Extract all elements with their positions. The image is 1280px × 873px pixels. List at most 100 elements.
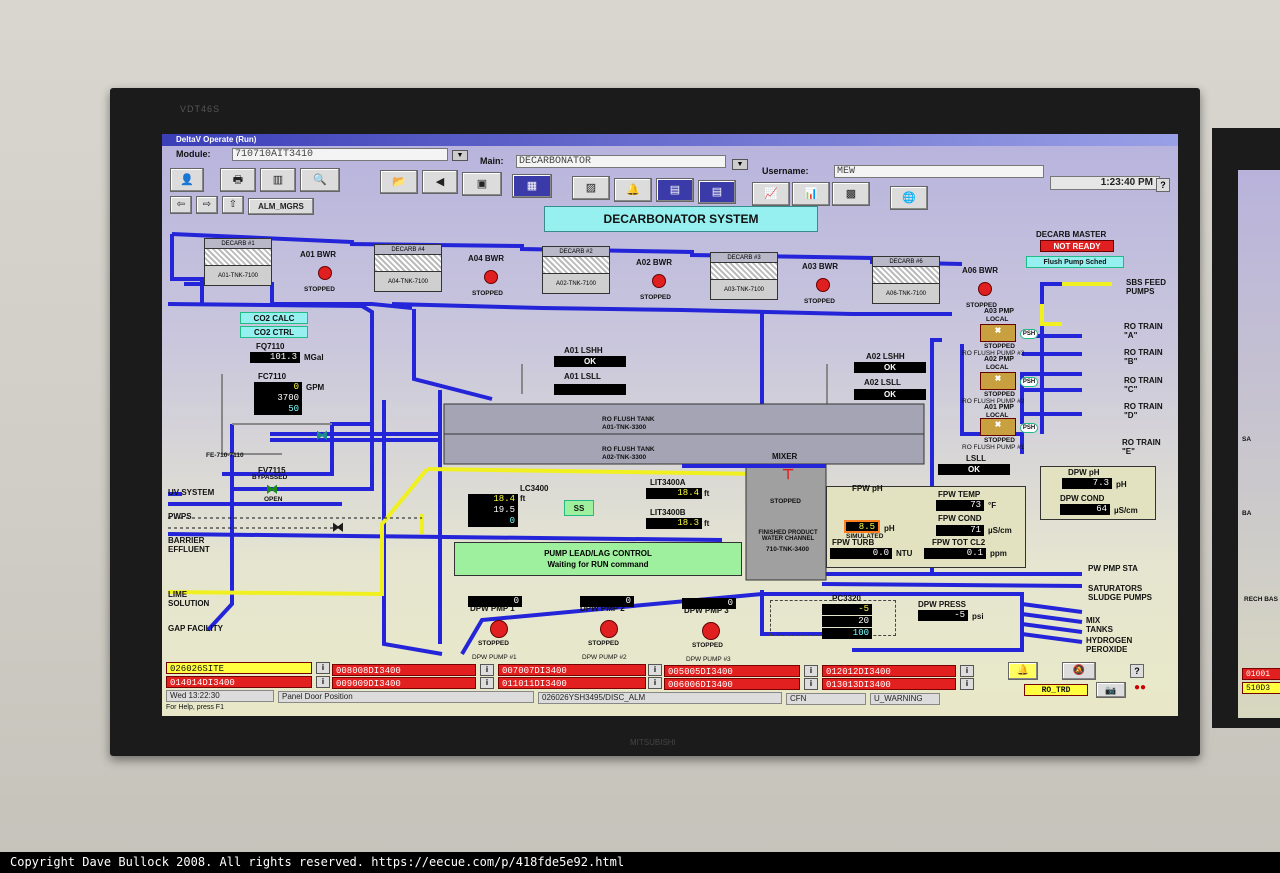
a02-lsll-value[interactable]: OK bbox=[854, 389, 926, 400]
pump-icon[interactable] bbox=[600, 620, 618, 638]
blower-icon[interactable] bbox=[816, 278, 830, 292]
info-button[interactable]: i bbox=[804, 665, 818, 677]
info-button[interactable]: i bbox=[316, 662, 330, 674]
fc7110-sp[interactable]: 3700 bbox=[254, 393, 302, 404]
side-alarm[interactable]: 01001 bbox=[1242, 668, 1280, 680]
username-field[interactable]: MEW bbox=[834, 165, 1044, 178]
user-icon[interactable]: 👤 bbox=[170, 168, 204, 192]
ss-button[interactable]: SS bbox=[564, 500, 594, 516]
alarm-item[interactable]: 009009DI3400 bbox=[332, 677, 476, 689]
event-list-icon[interactable]: ▤ bbox=[698, 180, 736, 204]
main-dropdown[interactable]: ▼ bbox=[732, 159, 748, 170]
ro-pump-icon[interactable]: ✖ bbox=[980, 418, 1016, 436]
network-icon[interactable]: 🌐 bbox=[890, 186, 928, 210]
silence-horn-icon[interactable]: 🔕 bbox=[1062, 662, 1096, 680]
side-alarm[interactable]: 510D3 bbox=[1242, 682, 1280, 694]
folder-icon[interactable]: 📂 bbox=[380, 170, 418, 194]
alm-mgrs-button[interactable]: ALM_MGRS bbox=[248, 198, 314, 215]
ro-trd-button[interactable]: RO_TRD bbox=[1024, 684, 1088, 696]
fpw-ph-value[interactable]: 8.5 bbox=[844, 520, 880, 533]
dpw-cond-value[interactable]: 64 bbox=[1060, 504, 1110, 515]
overview-icon[interactable]: ▦ bbox=[512, 174, 552, 198]
fc7110-pv[interactable]: 0 bbox=[254, 382, 302, 393]
dpw-press-value[interactable]: -5 bbox=[918, 610, 968, 621]
alarm-item[interactable]: 006006DI3400 bbox=[664, 678, 800, 690]
lit3400b-value[interactable]: 18.3 bbox=[646, 518, 702, 529]
help-button[interactable]: ? bbox=[1156, 178, 1170, 192]
bars-icon[interactable]: ▥ bbox=[260, 168, 296, 192]
alarm-item[interactable]: 005005DI3400 bbox=[664, 665, 800, 677]
fq7110-value[interactable]: 101.3 bbox=[250, 352, 300, 363]
lead-lag-panel[interactable]: PUMP LEAD/LAG CONTROL Waiting for RUN co… bbox=[454, 542, 742, 576]
pump-icon[interactable] bbox=[490, 620, 508, 638]
pump-icon[interactable] bbox=[702, 622, 720, 640]
blower-icon[interactable] bbox=[652, 274, 666, 288]
blower-icon[interactable] bbox=[978, 282, 992, 296]
trend-icon[interactable]: 📈 bbox=[752, 182, 790, 206]
a01-lshh-value[interactable]: OK bbox=[554, 356, 626, 367]
nav-up-icon[interactable]: ⇧ bbox=[222, 196, 244, 214]
a02-lshh-value[interactable]: OK bbox=[854, 362, 926, 373]
mixer-icon[interactable]: ⊤ bbox=[782, 466, 795, 482]
info-button[interactable]: i bbox=[480, 664, 494, 676]
valve-icon[interactable]: ⧓ bbox=[316, 428, 328, 442]
info-button[interactable]: i bbox=[960, 678, 974, 690]
alarm-help-button[interactable]: ? bbox=[1130, 664, 1144, 678]
a01-lsll-value[interactable] bbox=[554, 384, 626, 395]
fc7110-out[interactable]: 50 bbox=[254, 404, 302, 415]
nav-forward-icon[interactable]: ⇨ bbox=[196, 196, 218, 214]
dpw-pump-value[interactable]: 0 bbox=[682, 598, 736, 609]
lit3400a-value[interactable]: 18.4 bbox=[646, 488, 702, 499]
dpw-pump-value[interactable]: 0 bbox=[580, 596, 634, 607]
alarm-item[interactable]: 007007DI3400 bbox=[498, 664, 646, 676]
alarm-list-icon[interactable]: ▤ bbox=[656, 178, 694, 202]
decarb-tank[interactable]: DECARB #3 A03-TNK-7100 bbox=[710, 252, 778, 300]
back-icon[interactable]: ◀ bbox=[422, 170, 458, 194]
nav-back-icon[interactable]: ⇦ bbox=[170, 196, 192, 214]
fpw-cond-value[interactable]: 71 bbox=[936, 525, 984, 536]
lsll-value[interactable]: OK bbox=[938, 464, 1010, 475]
diagnostics-icon[interactable]: ▩ bbox=[832, 182, 870, 206]
info-button[interactable]: i bbox=[480, 677, 494, 689]
dpw-ph-value[interactable]: 7.3 bbox=[1062, 478, 1112, 489]
lc3400-out[interactable]: 0 bbox=[468, 516, 518, 527]
decarb-tank[interactable]: DECARB #2 A02-TNK-7100 bbox=[542, 246, 610, 294]
info-button[interactable]: i bbox=[648, 677, 662, 689]
pc3320-pv[interactable]: -5 bbox=[822, 604, 872, 615]
alarm-item[interactable]: 014014DI3400 bbox=[166, 676, 312, 688]
fpw-cl2-value[interactable]: 0.1 bbox=[924, 548, 986, 559]
valve-icon[interactable]: ⧓ bbox=[332, 520, 344, 534]
info-button[interactable]: i bbox=[316, 676, 330, 688]
module-dropdown[interactable]: ▼ bbox=[452, 150, 468, 161]
trend-chart-icon[interactable]: 📊 bbox=[792, 182, 830, 206]
alarm-horn-icon[interactable]: 🔔 bbox=[1008, 662, 1038, 680]
ro-pump-icon[interactable]: ✖ bbox=[980, 372, 1016, 390]
alarm-bell-icon[interactable]: 🔔 bbox=[614, 178, 652, 202]
module-field[interactable]: 710710AIT3410 bbox=[232, 148, 448, 161]
decarb-master-status[interactable]: NOT READY bbox=[1040, 240, 1114, 252]
alarm-item[interactable]: 012012DI3400 bbox=[822, 665, 956, 677]
alarm-item[interactable]: 026026SITE bbox=[166, 662, 312, 674]
fpw-turb-value[interactable]: 0.0 bbox=[830, 548, 892, 559]
lc3400-pv[interactable]: 18.4 bbox=[468, 494, 518, 505]
blower-icon[interactable] bbox=[484, 270, 498, 284]
info-button[interactable]: i bbox=[648, 664, 662, 676]
alarm-item[interactable]: 011011DI3400 bbox=[498, 677, 646, 689]
valve-icon[interactable]: ⧓ bbox=[266, 482, 278, 496]
print-icon[interactable]: 🖶 bbox=[220, 168, 256, 192]
flush-pump-sched-button[interactable]: Flush Pump Sched bbox=[1026, 256, 1124, 268]
decarb-tank[interactable]: DECARB #4 A04-TNK-7100 bbox=[374, 244, 442, 292]
pc3320-out[interactable]: 100 bbox=[822, 628, 872, 639]
blower-icon[interactable] bbox=[318, 266, 332, 280]
zoom-icon[interactable]: 🔍 bbox=[300, 168, 340, 192]
fpw-temp-value[interactable]: 73 bbox=[936, 500, 984, 511]
decarb-tank[interactable]: DECARB #1 A01-TNK-7100 bbox=[204, 238, 272, 286]
alarm-item[interactable]: 008008DI3400 bbox=[332, 664, 476, 676]
co2-calc-button[interactable]: CO2 CALC bbox=[240, 312, 308, 324]
main-field[interactable]: DECARBONATOR bbox=[516, 155, 726, 168]
decarb-tank[interactable]: DECARB #6 A06-TNK-7100 bbox=[872, 256, 940, 304]
camera-icon[interactable]: 📷 bbox=[1096, 682, 1126, 698]
system-title[interactable]: DECARBONATOR SYSTEM bbox=[544, 206, 818, 232]
faceplate-icon[interactable]: ▨ bbox=[572, 176, 610, 200]
info-button[interactable]: i bbox=[804, 678, 818, 690]
